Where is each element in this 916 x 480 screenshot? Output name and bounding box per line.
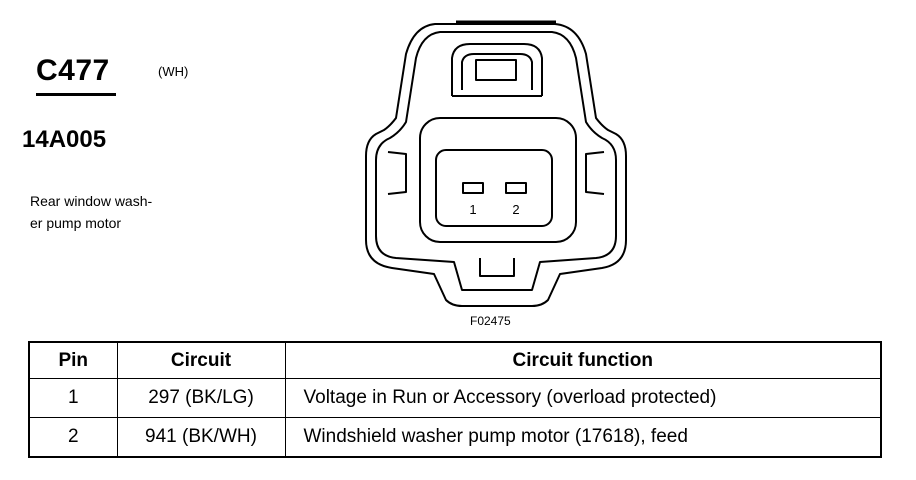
table-row: 1 297 (BK/LG) Voltage in Run or Accessor…	[28, 378, 882, 418]
cell-circuit: 941 (BK/WH)	[116, 417, 286, 458]
description-line-2: er pump motor	[30, 215, 122, 231]
right-notch	[585, 151, 605, 195]
table-row: 2 941 (BK/WH) Windshield washer pump mot…	[28, 417, 882, 458]
header-circuit: Circuit	[116, 341, 286, 379]
left-notch	[387, 151, 407, 195]
cell-pin: 2	[28, 417, 118, 458]
header-pin: Pin	[28, 341, 118, 379]
cell-function: Voltage in Run or Accessory (overload pr…	[284, 378, 882, 418]
terminal-cavity-inner	[435, 149, 553, 227]
pin-2-terminal	[505, 182, 527, 194]
connector-inner-outline	[375, 31, 617, 291]
header-circuit-function: Circuit function	[284, 341, 882, 379]
part-number: 14A005	[22, 126, 107, 153]
terminal-cavity-outer	[419, 117, 577, 243]
cell-pin: 1	[28, 378, 118, 418]
figure-code: F02475	[470, 314, 511, 328]
pin-2-label: 2	[512, 202, 519, 217]
pinout-table: Pin Circuit Circuit function 1 297 (BK/L…	[28, 341, 882, 458]
connector-outer-housing	[365, 23, 627, 307]
pin-1-terminal	[462, 182, 484, 194]
latch-inner	[461, 53, 533, 90]
connector-color: (WH)	[158, 64, 189, 79]
connector-id: C477	[36, 54, 110, 87]
pin-1-label: 1	[469, 202, 476, 217]
cell-function: Windshield washer pump motor (17618), fe…	[284, 417, 882, 458]
cell-circuit: 297 (BK/LG)	[116, 378, 286, 418]
description-line-1: Rear window wash-	[30, 193, 153, 209]
component-description: Rear window wash- er pump motor	[30, 190, 200, 234]
latch	[451, 43, 543, 96]
connector-face-diagram: 1 2	[365, 20, 627, 307]
latch-window	[475, 59, 517, 81]
bottom-key	[479, 258, 515, 277]
table-header-row: Pin Circuit Circuit function	[28, 341, 882, 379]
connector-id-underline	[36, 93, 116, 96]
